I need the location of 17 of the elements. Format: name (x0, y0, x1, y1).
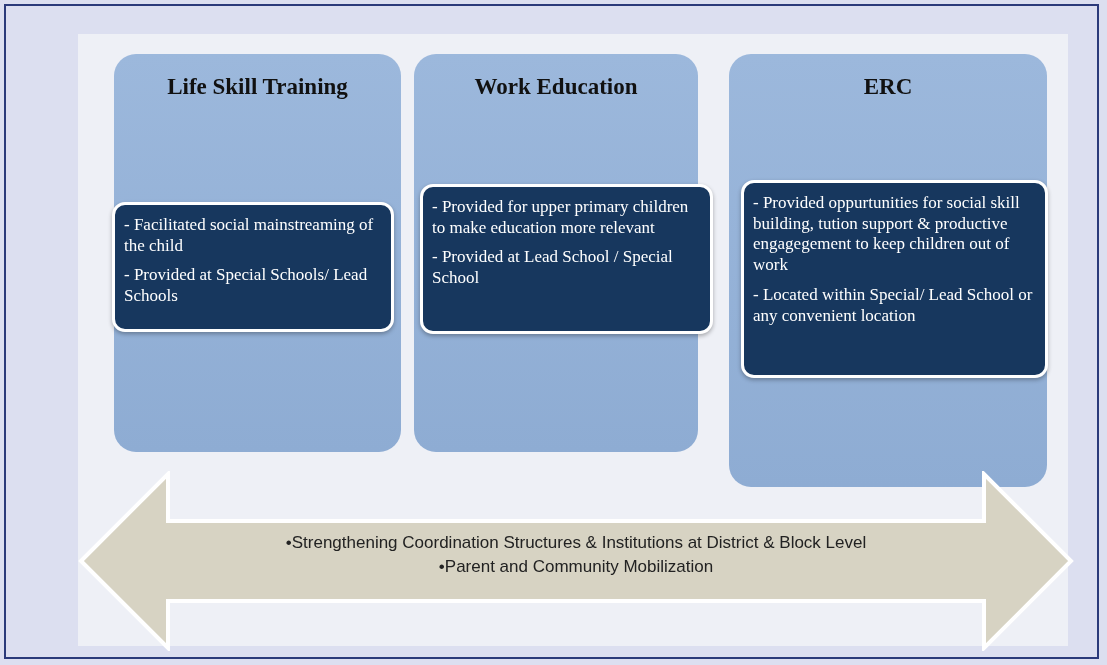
description-card (420, 184, 713, 334)
description-text: - Located within Special/ Lead School or any convenient location (753, 284, 1034, 327)
description-card (741, 180, 1048, 378)
description-text: - Facilitated social mainstreaming of the child (124, 215, 375, 257)
description-card (112, 202, 394, 332)
description-text: - Provided at Lead School / Special School (432, 247, 674, 289)
description-text: - Provided for upper primary children to make education more relevant (432, 197, 690, 239)
description-text: - Provided oppurtunities for social skill building, tution support & productive engagegement to keep children out of work (753, 193, 1021, 276)
bullet-text: •Parent and Community Mobilization (437, 555, 715, 578)
double-arrow-band (78, 471, 1074, 651)
bullet-text: •Strengthening Coordination Structures & Institutions at District & Block Level (284, 532, 868, 554)
column-panel (729, 54, 1047, 487)
column-heading: Life Skill Training (166, 74, 349, 100)
column-heading: Work Education (473, 74, 639, 100)
column-panel (114, 54, 401, 452)
column-heading: ERC (862, 74, 914, 100)
description-text: - Provided at Special Schools/ Lead Schools (124, 265, 369, 307)
